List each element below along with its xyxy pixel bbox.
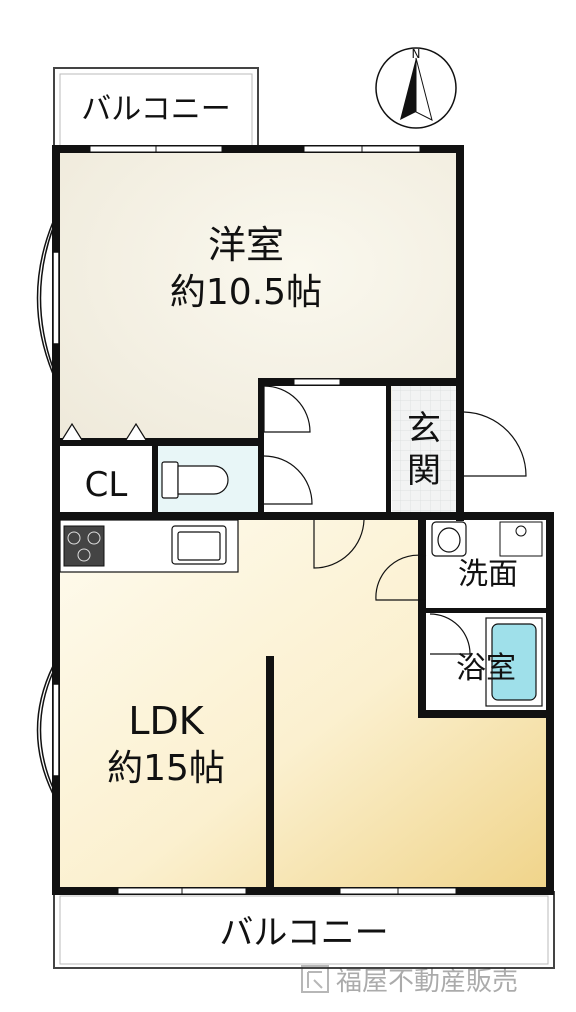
watermark: 福屋不動産販売 (301, 965, 518, 997)
balcony-top-label: バルコニー (81, 92, 230, 127)
bay-window-lower (36, 665, 60, 795)
window-top-right (303, 145, 421, 153)
walls (52, 145, 554, 895)
window-top-left (89, 145, 223, 153)
ldk-label: LDK (128, 699, 204, 743)
hall-window (293, 378, 341, 386)
toilet-icon (161, 461, 229, 499)
hall-floor (264, 386, 388, 516)
hall-door-upper (263, 385, 311, 433)
entrance-floor (392, 386, 456, 514)
balcony-bottom (53, 891, 555, 969)
western-room-name: 洋室 (208, 223, 284, 267)
watermark-logo-icon (301, 965, 329, 993)
washroom-label: 洗面 (458, 557, 518, 592)
bathroom-label: 浴室 (456, 651, 516, 686)
window-bottom-left (117, 887, 247, 895)
ldk-door (313, 519, 365, 569)
north-compass-icon: N (375, 47, 457, 129)
sink-icon (171, 525, 227, 565)
washbasin-icon (431, 521, 467, 557)
entrance-label-top: 玄 (407, 409, 441, 449)
bathroom-door (429, 613, 471, 655)
watermark-text: 福屋不動産販売 (336, 967, 518, 997)
bathtub (485, 617, 543, 707)
closet-label: CL (85, 465, 128, 505)
hall-door-lower (263, 455, 313, 505)
bay-window-upper (36, 221, 60, 375)
entrance-label-bottom: 関 (407, 451, 441, 491)
window-bottom-right (339, 887, 457, 895)
stove-icon (63, 525, 105, 567)
ldk-size: 約15帖 (107, 748, 225, 789)
entrance-door[interactable] (463, 411, 527, 477)
washroom-door (375, 554, 427, 601)
balcony-bottom-label: バルコニー (219, 913, 388, 953)
western-room-size: 約10.5帖 (170, 272, 322, 313)
closet-doors (61, 422, 147, 441)
balcony-top (53, 67, 259, 151)
closet-floor (60, 446, 156, 516)
north-label: N (412, 47, 421, 61)
washing-machine-icon (499, 521, 543, 557)
